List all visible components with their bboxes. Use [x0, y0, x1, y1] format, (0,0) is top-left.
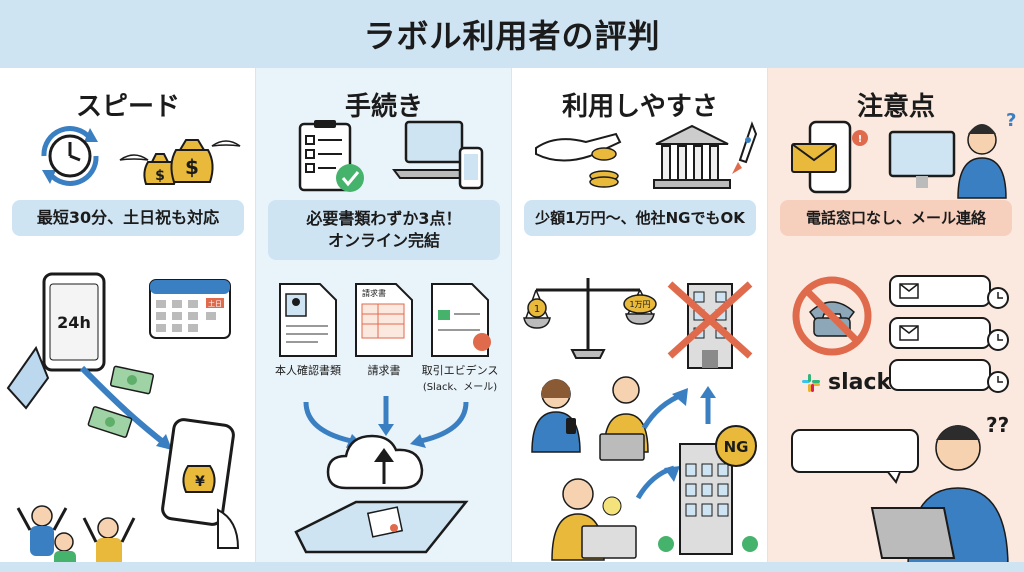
chat-bubble-icon	[889, 275, 1009, 393]
panel-heading-procedure: 手続き	[344, 92, 423, 122]
panel-speed: スピード $ $ 最短30分、土日祝も対応 24h 土日	[0, 68, 256, 572]
ease-summary-pill: 少額1万円〜、他社NGでもOK	[524, 200, 756, 236]
building-icon-ng: NG	[635, 386, 758, 555]
title-bar: ラボル利用者の評判	[0, 0, 1024, 68]
document-icon-invoice: 請求書	[355, 283, 413, 357]
doc-label-evidence-line1: 取引エビデンス	[421, 364, 499, 377]
document-icon-id	[279, 283, 337, 357]
panel-heading-cautions: 注意点	[856, 92, 935, 122]
ng-badge: NG	[724, 438, 749, 456]
doc-label-id: 本人確認書類	[275, 364, 341, 377]
scale-right-label: 1万円	[629, 300, 650, 309]
calendar-weekend-tag: 土日	[208, 299, 222, 308]
person-icon-laptop: ??	[870, 413, 1009, 569]
empty-speech-bubble-icon	[791, 429, 919, 484]
procedure-pill-line1: 必要書類わずか3点！	[306, 209, 462, 229]
slack-icon	[802, 373, 820, 392]
dollar-sign-large: $	[185, 155, 199, 179]
panel-cautions: 注意点 ! ? 電話窓口なし、メール連絡	[768, 68, 1024, 572]
money-phone-icon: ¥	[161, 418, 240, 549]
slack-logo: slack	[800, 370, 891, 395]
scale-left-label: 1	[534, 304, 540, 315]
banknote-icon	[79, 365, 172, 450]
person-icon-worried: ?	[888, 110, 1016, 199]
page-title: ラボル利用者の評判	[363, 17, 661, 55]
panel-procedure: 手続き 必要書類わずか3点！ オンライン完結 請求書	[256, 68, 512, 572]
panel-heading-ease: 利用しやすさ	[562, 92, 718, 122]
smartphone-icon: 24h	[6, 272, 106, 410]
email-icon: !	[791, 120, 868, 194]
no-phone-icon	[792, 276, 872, 356]
bottom-strip	[0, 562, 1024, 572]
money-bag-icon: $ $	[119, 139, 241, 185]
building-icon-rejected	[667, 281, 753, 369]
panel-ease-of-use: 利用しやすさ 少額1万円〜、他社NGでもOK 1 1万円	[512, 68, 768, 572]
bank-icon	[653, 121, 758, 189]
yen-sign: ¥	[195, 474, 205, 490]
question-mark-icon: ?	[1006, 110, 1016, 131]
doc-label-evidence-line2: (Slack、メール)	[422, 382, 498, 393]
calendar-icon: 土日	[149, 279, 231, 339]
person-icon-group	[531, 376, 649, 561]
checklist-icon	[298, 120, 364, 192]
svg-text:!: !	[858, 134, 863, 145]
panel-heading-speed: スピード	[75, 92, 180, 122]
coin-icon	[535, 132, 622, 188]
procedure-pill-line2: オンライン完結	[327, 231, 440, 250]
cloud-upload-icon	[294, 396, 469, 554]
doc-label-invoice: 請求書	[367, 364, 401, 377]
dollar-sign: $	[155, 168, 165, 184]
balance-scale-icon: 1 1万円	[523, 278, 657, 359]
cheering-people-icon	[16, 505, 136, 572]
question-marks-icon: ??	[986, 413, 1009, 437]
doc-label-evidence: 取引エビデンス (Slack、メール)	[408, 362, 512, 393]
laptop-icon	[392, 120, 484, 190]
clock-icon	[41, 126, 99, 186]
procedure-summary-pill: 必要書類わずか3点！ オンライン完結	[268, 200, 500, 260]
slack-label: slack	[828, 370, 892, 395]
invoice-doc-header: 請求書	[362, 288, 386, 298]
document-icon-evidence	[431, 283, 491, 357]
phone-24h-text: 24h	[57, 313, 91, 332]
speed-summary-pill: 最短30分、土日祝も対応	[12, 200, 244, 236]
cautions-summary-pill: 電話窓口なし、メール連絡	[780, 200, 1012, 236]
